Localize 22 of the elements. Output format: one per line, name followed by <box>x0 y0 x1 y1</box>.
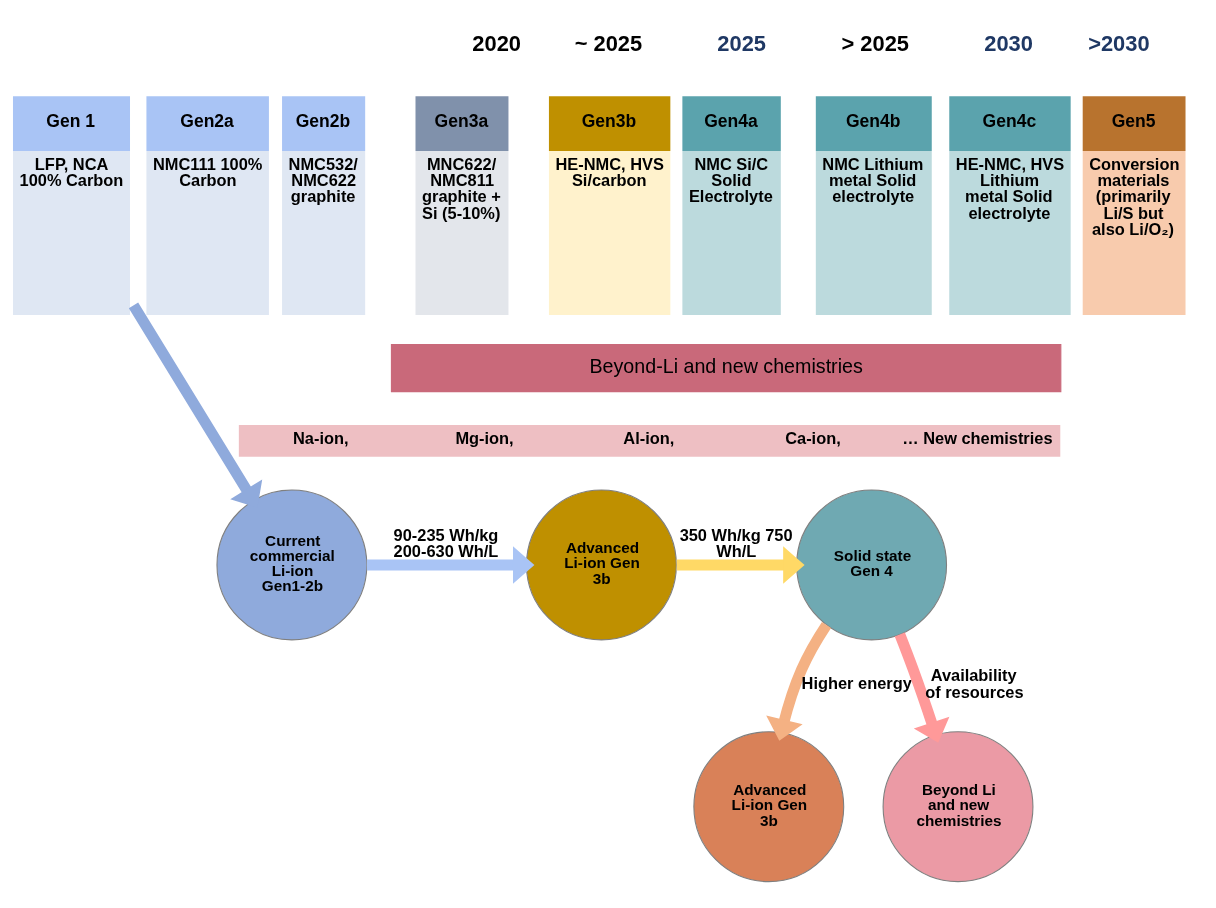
label: 2020 <box>472 30 522 56</box>
label: 2025 <box>717 30 767 56</box>
label: 2030 <box>984 30 1033 56</box>
label: >2030 <box>1088 30 1150 56</box>
node-box: Beyond-Li and new chemistries <box>390 343 1062 392</box>
node-circle: Beyond Li and new chemistries <box>882 730 1034 882</box>
node-circle: Advanced Li-ion Gen 3b <box>693 730 845 882</box>
edge-label: Higher energy <box>801 673 912 692</box>
arrow <box>128 301 263 508</box>
node-circle: Current commercial Li-ion Gen1-2b <box>216 489 368 640</box>
node-circle: Advanced Li-ion Gen 3b <box>525 489 677 640</box>
node-box: Na-ion, Mg-ion, Al-ion, Ca-ion, … New chemistries <box>238 424 1061 457</box>
arrow <box>676 545 805 584</box>
label: > 2025 <box>841 30 909 56</box>
node-circle: Solid state Gen 4 <box>796 489 948 640</box>
edge-label: Availability of resources <box>925 665 1024 701</box>
arrow <box>766 621 832 741</box>
edge-label: 90-235 Wh/kg 200-630 Wh/L <box>393 525 499 560</box>
arrow <box>894 632 950 743</box>
label: ~ 2025 <box>574 30 643 56</box>
arrow <box>366 545 535 584</box>
edge-label: 350 Wh/kg 750 Wh/L <box>679 525 793 560</box>
